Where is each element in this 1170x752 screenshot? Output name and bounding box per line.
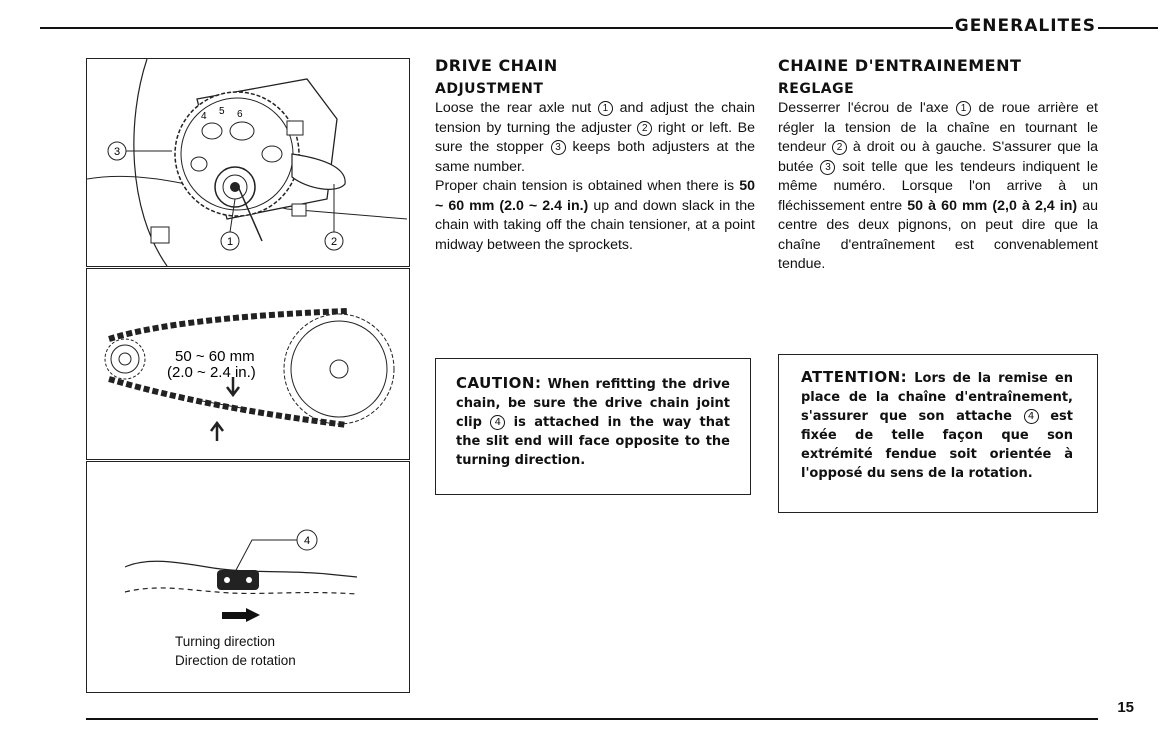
figure-adjuster: 4 5 6 3 1 2 [86, 58, 410, 267]
scale-label: 4 [201, 111, 207, 122]
caution-text: CAUTION: When refitting the drive chain,… [456, 374, 731, 468]
scale-label: 6 [237, 109, 243, 120]
attention-box: ATTENTION: Lors de la remise en place de… [778, 354, 1098, 513]
arrow-down-icon [226, 377, 240, 398]
turning-direction-arrow [222, 608, 262, 622]
callout-2-icon: 2 [832, 140, 848, 155]
scale-label: 5 [219, 106, 225, 117]
english-title: DRIVE CHAIN [435, 56, 558, 75]
french-subtitle: REGLAGE [778, 81, 855, 97]
footer-rule [86, 718, 1098, 720]
arrow-up-icon [210, 420, 224, 441]
english-subtitle: ADJUSTMENT [435, 81, 544, 97]
figure-joint-clip: 4 Turning direction Direction de rotatio… [86, 461, 410, 693]
attention-lead: ATTENTION: [801, 368, 908, 386]
caution-lead: CAUTION: [456, 374, 542, 392]
chain-slack-illustration: 50 ~ 60 mm (2.0 ~ 2.4 in.) [104, 308, 395, 441]
callout-2-icon: 2 [637, 120, 653, 136]
french-title: CHAINE D'ENTRAINEMENT [778, 56, 1022, 75]
caution-box: CAUTION: When refitting the drive chain,… [435, 358, 751, 495]
english-column: DRIVE CHAIN ADJUSTMENT Loose the rear ax… [435, 56, 755, 255]
caption-direction-rotation: Direction de rotation [175, 653, 296, 668]
english-paragraph-1: Loose the rear axle nut 1 and adjust the… [435, 100, 756, 175]
callout-1-label: 1 [227, 236, 233, 248]
callout-4-icon: 4 [490, 415, 506, 430]
adjuster-illustration: 4 5 6 3 1 2 [87, 59, 408, 266]
slack-line-1: 50 ~ 60 mm [175, 348, 255, 365]
french-paragraph-1: Desserrer l'écrou de l'axe 1 de roue arr… [778, 100, 1098, 272]
callout-4-icon: 4 [1023, 409, 1039, 424]
joint-clip-illustration: 4 [124, 529, 358, 595]
caption-turning-direction: Turning direction [175, 634, 276, 649]
french-column: CHAINE D'ENTRAINEMENT REGLAGE Desserrer … [778, 56, 1098, 275]
callout-3-label: 3 [114, 146, 120, 158]
header-rule [40, 27, 1158, 29]
callout-2-label: 2 [331, 236, 337, 248]
callout-4-label: 4 [304, 535, 310, 547]
english-paragraph-2: Proper chain tension is obtained when th… [435, 178, 755, 253]
figure-chain-slack: 50 ~ 60 mm (2.0 ~ 2.4 in.) [86, 268, 410, 460]
attention-text: ATTENTION: Lors de la remise en place de… [801, 368, 1073, 481]
slack-line-2: (2.0 ~ 2.4 in.) [167, 364, 256, 381]
section-title: GENERALITES [952, 16, 1098, 36]
callout-3-icon: 3 [550, 140, 566, 155]
callout-1-icon: 1 [597, 101, 613, 116]
callout-1-icon: 1 [956, 101, 972, 116]
page-number: 15 [1117, 699, 1134, 716]
callout-3-icon: 3 [820, 159, 836, 175]
